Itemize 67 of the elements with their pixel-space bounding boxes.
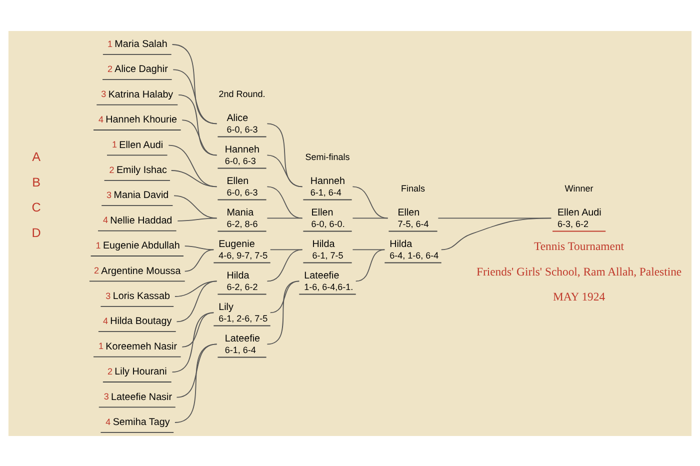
node-text: Mania 6-2, 8-6 — [226, 206, 258, 229]
connector — [182, 119, 218, 156]
connector — [440, 217, 552, 250]
connector — [270, 280, 300, 313]
connector — [266, 154, 303, 187]
connector — [355, 248, 386, 282]
connector — [182, 312, 214, 347]
node-text: Lily 6-1, 2-6, 7-5 — [218, 301, 268, 324]
connector — [177, 217, 218, 221]
node-text: Ellen 6-0, 6-3 — [226, 175, 258, 198]
node-text: Hanneh 6-0, 6-3 — [224, 144, 260, 166]
label: MAY 1924 — [553, 290, 606, 303]
connector — [174, 194, 218, 218]
label: 2nd Round. — [218, 88, 266, 99]
node-text: Hilda 6-1, 7-5 — [312, 238, 344, 260]
connector — [352, 217, 388, 218]
node-text: Lateefie 6-1, 6-4 — [224, 332, 260, 355]
connector — [178, 94, 218, 156]
label: C — [32, 200, 41, 214]
connector — [184, 245, 214, 250]
node-text: Hilda 6-4, 1-6, 6-4 — [390, 238, 439, 260]
connector — [266, 186, 303, 218]
node-text: 3 Katrina Halaby — [101, 88, 174, 100]
node-text: 4 Hilda Boutagy — [102, 315, 172, 327]
node-text: 2 Lily Hourani — [107, 366, 167, 378]
node-text: 3 Lateefie Nasir — [104, 391, 172, 402]
connector — [176, 280, 218, 322]
label: B — [32, 174, 41, 189]
label: Finals — [400, 183, 426, 194]
node-text: 4 Nellie Haddad — [102, 214, 172, 226]
node-text: 3 Loris Kassab — [106, 290, 170, 302]
label: Friends' Girls' School, Ram Allah, Palestine — [476, 264, 682, 278]
connector — [266, 248, 303, 282]
label: Tennis Tournament — [534, 240, 624, 253]
node-text: 3 Mania David — [106, 189, 169, 201]
node-text: Ellen Audi 6-3, 6-2 — [557, 206, 602, 229]
node-text: 1 Koreemeh Nasir — [98, 340, 178, 352]
connector — [352, 186, 388, 218]
label: Semi-finals — [305, 152, 350, 162]
node-text: Ellen 7-5, 6-4 — [398, 206, 429, 229]
node-text: 4 Semiha Tagy — [106, 416, 170, 428]
connector — [170, 170, 218, 187]
connector — [172, 68, 218, 124]
node-text: 1 Ellen Audi — [112, 139, 164, 150]
connector — [266, 217, 303, 218]
node-text: Eugenie 4-6, 9-7, 7-5 — [218, 238, 268, 260]
node-text: 4 Hanneh Khourie — [98, 114, 178, 126]
connector — [266, 280, 300, 344]
node-text: Alice 6-0, 6-3 — [226, 112, 258, 134]
node-text: 2 Argentine Moussa — [94, 265, 181, 276]
connector — [168, 144, 218, 187]
node-text: Hilda 6-2, 6-2 — [226, 270, 258, 292]
label: A — [32, 150, 41, 164]
connector — [266, 122, 303, 187]
node-text: Hanneh 6-1, 6-4 — [310, 175, 345, 198]
label: D — [32, 225, 41, 240]
connector — [184, 248, 214, 272]
node-text: 2 Emily Ishac — [109, 164, 167, 176]
connector — [172, 312, 214, 372]
connector — [172, 44, 218, 124]
connector — [174, 343, 218, 422]
node-text: 1 Maria Salah — [107, 38, 168, 50]
node-text: Lateefie 1-6, 6-4,6-1. — [304, 270, 354, 292]
label: Winner — [564, 183, 594, 194]
node-text: 1 Eugenie Abdullah — [96, 240, 180, 252]
node-text: 2 Alice Daghir — [107, 63, 168, 75]
node-text: Ellen 6-0, 6-0. — [311, 206, 345, 229]
